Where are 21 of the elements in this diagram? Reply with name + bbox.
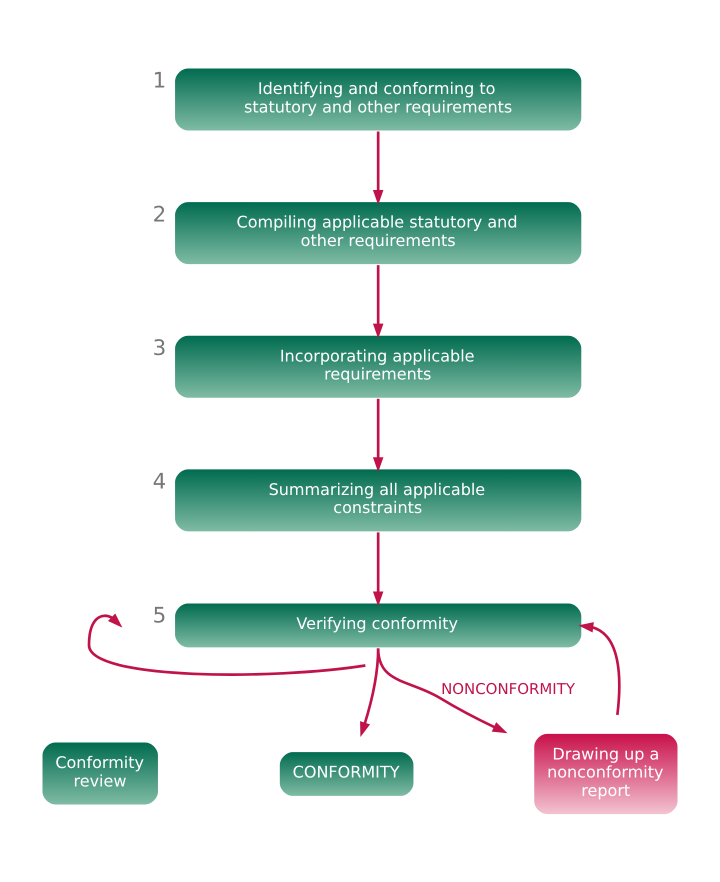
node-box: Conformity review <box>42 742 158 804</box>
node-label: 1 <box>152 68 166 94</box>
arrow <box>372 398 384 472</box>
node-box: Identifying and conforming to statutory and other requirements <box>175 68 582 130</box>
node-box: Drawing up a nonconformity report <box>534 734 678 814</box>
node-box: CONFORMITY <box>280 752 414 796</box>
node-box: Verifying conformity <box>175 604 582 648</box>
node-label: 4 <box>152 470 166 495</box>
arrow <box>372 132 384 206</box>
node-box: Summarizing all applicable constraints <box>175 469 582 532</box>
arrow <box>376 648 508 734</box>
node-box: Compiling applicable statutory and other requirements <box>175 202 582 264</box>
arrow <box>578 622 621 716</box>
edge-label: NONCONFORMITY <box>441 680 576 698</box>
arrow <box>372 532 384 606</box>
arrow <box>372 265 384 339</box>
arrow <box>88 613 366 676</box>
node-box: Incorporating applicable requirements <box>175 336 582 398</box>
node-label: 2 <box>152 202 166 228</box>
node-label: 5 <box>152 604 166 629</box>
node-label: 3 <box>152 336 166 361</box>
